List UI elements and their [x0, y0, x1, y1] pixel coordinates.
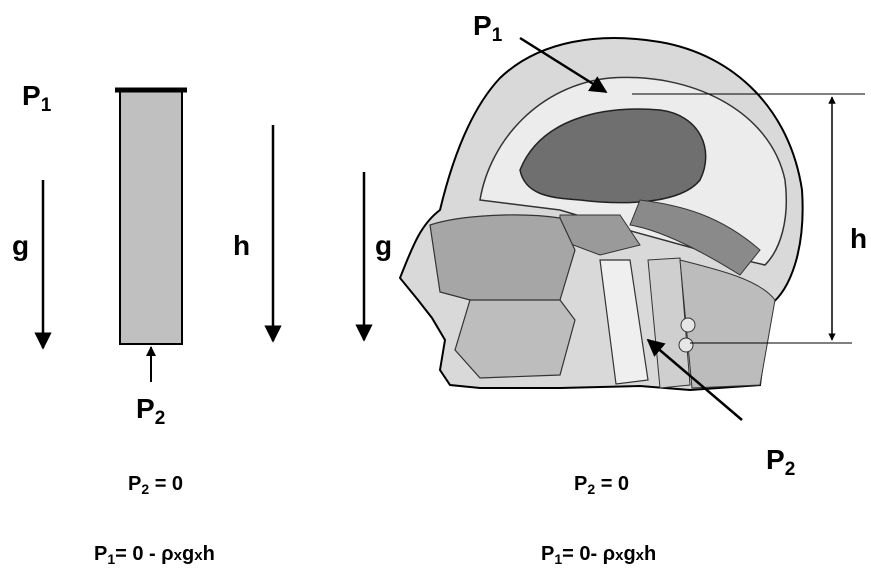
- left-p1-label: P1: [22, 82, 51, 115]
- left-h-label: h: [233, 232, 250, 260]
- left-p2-label: P2: [136, 395, 165, 428]
- head-sagittal-section: [400, 38, 803, 390]
- right-h-label: h: [850, 225, 867, 253]
- right-p1-equation: P1= 0- ρxgxh: [541, 544, 656, 566]
- left-p2-equation: P2 = 0: [128, 474, 183, 496]
- left-g-label: g: [12, 232, 29, 260]
- right-g-label: g: [375, 232, 392, 260]
- right-p1-label: P1: [473, 12, 502, 45]
- fluid-column: [120, 90, 182, 344]
- right-p2-equation: P2 = 0: [574, 474, 629, 496]
- left-p1-equation: P1= 0 - ρxgxh: [94, 544, 215, 566]
- right-p2-label: P2: [766, 446, 795, 479]
